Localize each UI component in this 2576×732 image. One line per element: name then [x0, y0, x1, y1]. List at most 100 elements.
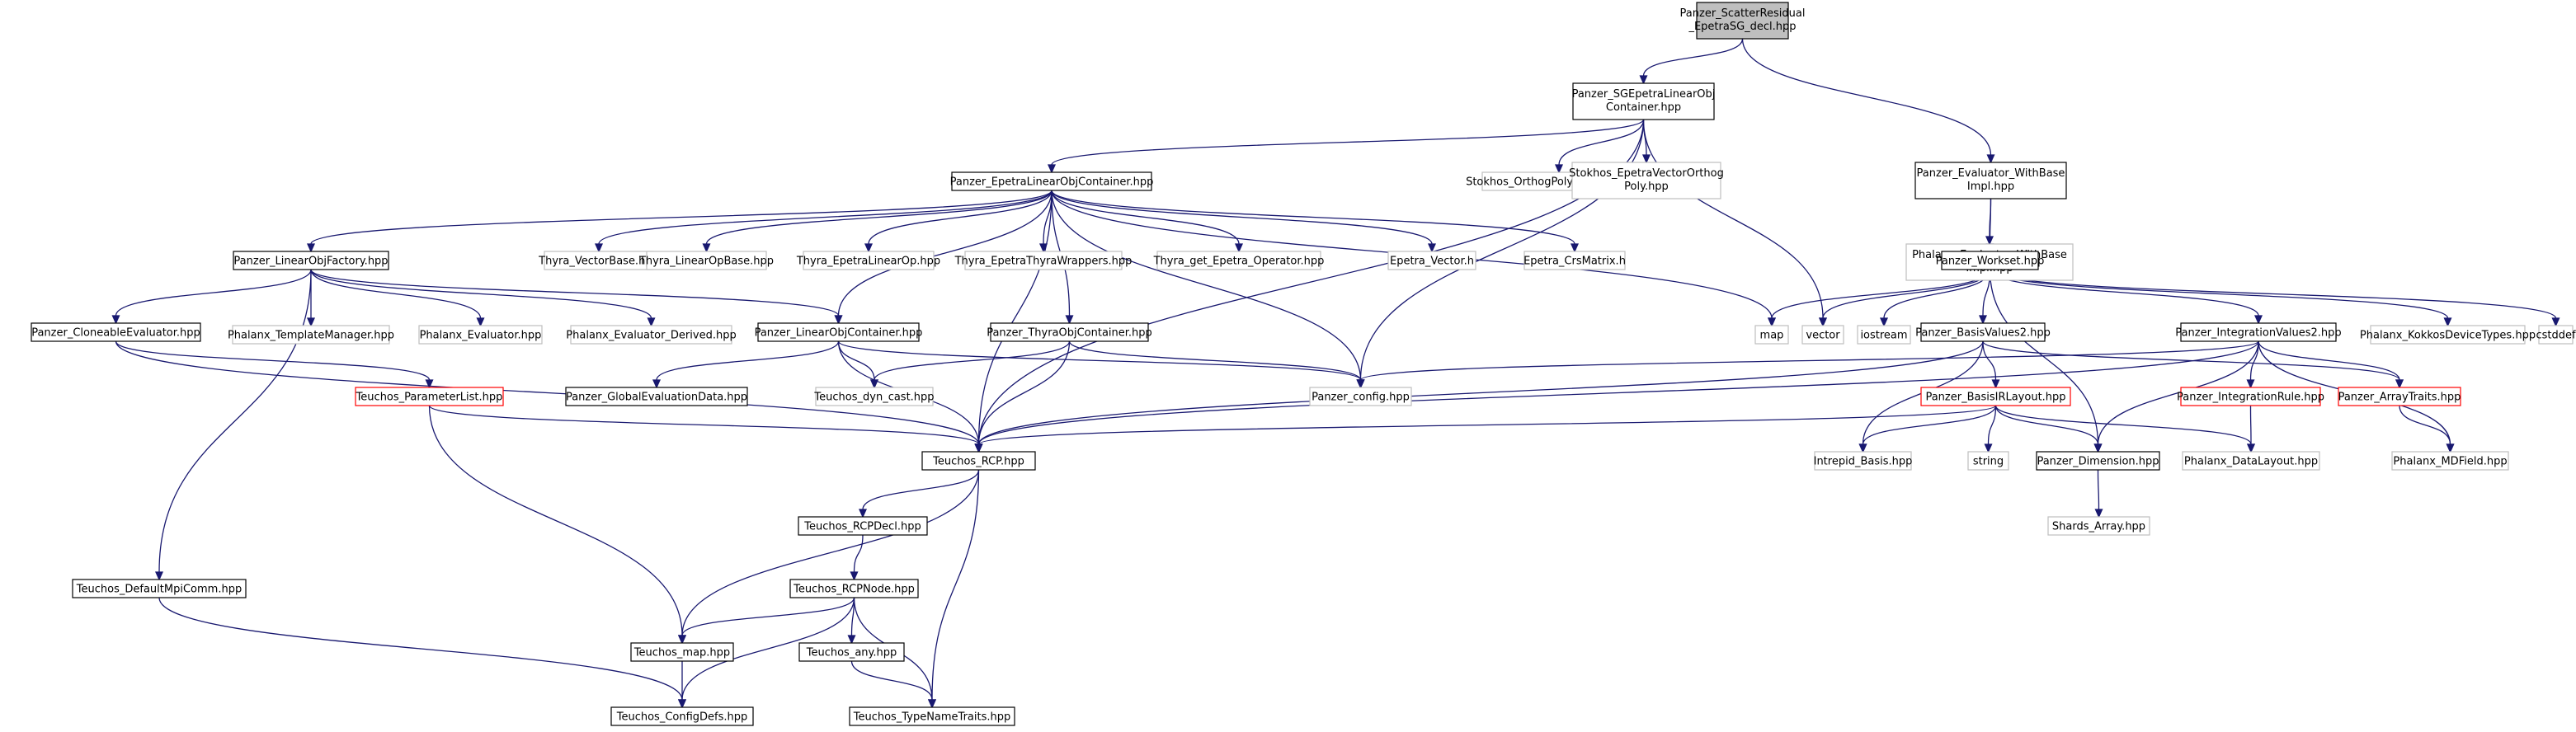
node-label: Teuchos_RCPNode.hpp [793, 584, 915, 596]
node-label: _EpetraSG_decl.hpp [1688, 21, 1796, 33]
node-box [1920, 387, 2071, 406]
node-epvec[interactable]: Epetra_Vector.h [1387, 251, 1476, 270]
node-box [789, 579, 919, 598]
node-tmplmgr[interactable]: Phalanx_TemplateManager.hpp [228, 325, 394, 345]
node-thgetop[interactable]: Thyra_get_Epetra_Operator.hpp [1153, 251, 1325, 270]
node-globeval[interactable]: Panzer_GlobalEvaluationData.hpp [565, 387, 748, 406]
edge-rcpdecl-to-rcpnode [850, 534, 864, 581]
node-root[interactable]: Panzer_ScatterResidual_EpetraSG_decl.hpp [1680, 2, 1806, 40]
node-workset[interactable]: Panzer_Workset.hpp [1936, 251, 2045, 270]
node-phxderived[interactable]: Phalanx_Evaluator_Derived.hpp [566, 325, 737, 345]
node-kokkos[interactable]: Phalanx_KokkosDeviceTypes.hpp [2360, 325, 2536, 345]
node-configdefs[interactable]: Teuchos_ConfigDefs.hpp [610, 706, 754, 726]
node-intrepid[interactable]: Intrepid_Basis.hpp [1814, 451, 1913, 471]
node-label: Thyra_get_Epetra_Operator.hpp [1153, 256, 1325, 268]
node-dyncast[interactable]: Teuchos_dyn_cast.hpp [813, 387, 935, 406]
node-box [355, 387, 504, 406]
edge-lofactory-to-locont [310, 269, 843, 325]
node-label: Teuchos_any.hpp [806, 647, 897, 659]
node-introle[interactable]: Panzer_IntegrationRule.hpp [2177, 387, 2324, 406]
node-tmap[interactable]: Teuchos_map.hpp [630, 642, 734, 662]
node-rcpnode[interactable]: Teuchos_RCPNode.hpp [789, 579, 919, 598]
edge-dimension-to-shards [2094, 469, 2103, 518]
node-label: Panzer_config.hpp [1312, 392, 1410, 404]
node-box [990, 322, 1149, 342]
node-label: Panzer_ArrayTraits.hpp [2338, 392, 2461, 404]
node-arrtraits[interactable]: Panzer_ArrayTraits.hpp [2338, 387, 2461, 406]
node-label: Panzer_CloneableEvaluator.hpp [31, 327, 200, 340]
node-label: Container.hpp [1606, 101, 1681, 114]
edge-basisirl-to-rcp [974, 405, 1997, 453]
edge-epcont-to-config [1051, 190, 1365, 389]
node-label: Panzer_ScatterResidual [1680, 7, 1806, 20]
node-label: Teuchos_map.hpp [633, 647, 730, 659]
node-thepetralinop[interactable]: Thyra_EpetraLinearOp.hpp [796, 251, 940, 270]
node-box [1914, 162, 2067, 199]
edge-sgcont-to-stokpoly [1554, 119, 1645, 174]
node-epcrs[interactable]: Epetra_CrsMatrix.h [1523, 251, 1626, 270]
node-string[interactable]: string [1967, 451, 2009, 471]
node-thvecbase[interactable]: Thyra_VectorBase.hpp [538, 251, 659, 270]
node-box [964, 251, 1123, 270]
node-label: Teuchos_RCP.hpp [932, 456, 1024, 468]
node-map[interactable]: map [1754, 325, 1789, 345]
edge-epcont-to-thlinop [702, 190, 1053, 253]
node-iostream[interactable]: iostream [1857, 325, 1911, 345]
node-label: Panzer_BasisIRLayout.hpp [1925, 392, 2065, 404]
node-thyracont[interactable]: Panzer_ThyraObjContainer.hpp [987, 322, 1152, 342]
edge-basisirl-to-string [1984, 405, 1997, 453]
node-label: Impl.hpp [1967, 181, 2014, 193]
edge-lofactory-to-cloneval [111, 269, 312, 325]
node-box [233, 251, 389, 270]
node-box [1967, 451, 2009, 471]
node-label: Teuchos_TypeNameTraits.hpp [853, 711, 1011, 724]
edge-lofactory-to-phxeval [310, 269, 485, 327]
node-box [2036, 451, 2160, 471]
node-tany[interactable]: Teuchos_any.hpp [798, 642, 905, 662]
node-label: Teuchos_ParameterList.hpp [356, 392, 503, 404]
node-basisval[interactable]: Panzer_BasisValues2.hpp [1915, 322, 2051, 342]
node-thlinop[interactable]: Thyra_LinearOpBase.hpp [638, 251, 774, 270]
node-box [1696, 2, 1789, 40]
node-box [1754, 325, 1789, 345]
edge-basisirl-to-intrepid [1858, 405, 1997, 453]
node-shards[interactable]: Shards_Array.hpp [2047, 516, 2150, 536]
node-locont[interactable]: Panzer_LinearObjContainer.hpp [755, 322, 923, 342]
node-box [570, 325, 732, 345]
edge-root-to-sgcont [1639, 38, 1744, 85]
node-basisirl[interactable]: Panzer_BasisIRLayout.hpp [1920, 387, 2071, 406]
node-intval[interactable]: Panzer_IntegrationValues2.hpp [2175, 322, 2342, 342]
node-box [1309, 387, 1412, 406]
node-lofactory[interactable]: Panzer_LinearObjFactory.hpp [233, 251, 389, 270]
node-cstddef[interactable]: cstddef [2536, 325, 2576, 345]
node-mdfield[interactable]: Phalanx_MDField.hpp [2391, 451, 2509, 471]
node-mpicomm[interactable]: Teuchos_DefaultMpiComm.hpp [72, 579, 247, 598]
node-phxeval[interactable]: Phalanx_Evaluator.hpp [418, 325, 543, 345]
node-label: Thyra_EpetraLinearOp.hpp [796, 256, 940, 268]
node-dimension[interactable]: Panzer_Dimension.hpp [2036, 451, 2160, 471]
node-vector[interactable]: vector [1801, 325, 1844, 345]
node-label: Poly.hpp [1624, 181, 1669, 193]
node-label: Thyra_LinearOpBase.hpp [638, 256, 774, 268]
edge-sgcont-to-epcont [1047, 119, 1645, 174]
node-label: Teuchos_DefaultMpiComm.hpp [76, 584, 242, 596]
node-rcp[interactable]: Teuchos_RCP.hpp [921, 451, 1036, 471]
node-rcpdecl[interactable]: Teuchos_RCPDecl.hpp [798, 516, 928, 536]
node-cloneval[interactable]: Panzer_CloneableEvaluator.hpp [31, 322, 201, 342]
node-epcont[interactable]: Panzer_EpetraLinearObjContainer.hpp [950, 171, 1154, 191]
node-typename[interactable]: Teuchos_TypeNameTraits.hpp [849, 706, 1015, 726]
node-paramlist[interactable]: Teuchos_ParameterList.hpp [355, 387, 504, 406]
edge-paramlist-to-rcp [428, 405, 983, 453]
node-config[interactable]: Panzer_config.hpp [1309, 387, 1412, 406]
node-datalayout[interactable]: Phalanx_DataLayout.hpp [2182, 451, 2320, 471]
node-label: Panzer_Dimension.hpp [2037, 456, 2159, 468]
edge-lofactory-to-phxderived [310, 269, 656, 327]
node-label: cstddef [2536, 330, 2576, 342]
edge-basisval-to-rcp [974, 340, 1984, 453]
edge-epcont-to-thvecbase [594, 190, 1053, 253]
node-label: Panzer_IntegrationRule.hpp [2177, 392, 2324, 404]
node-thwrap[interactable]: Thyra_EpetraThyraWrappers.hpp [954, 251, 1133, 270]
